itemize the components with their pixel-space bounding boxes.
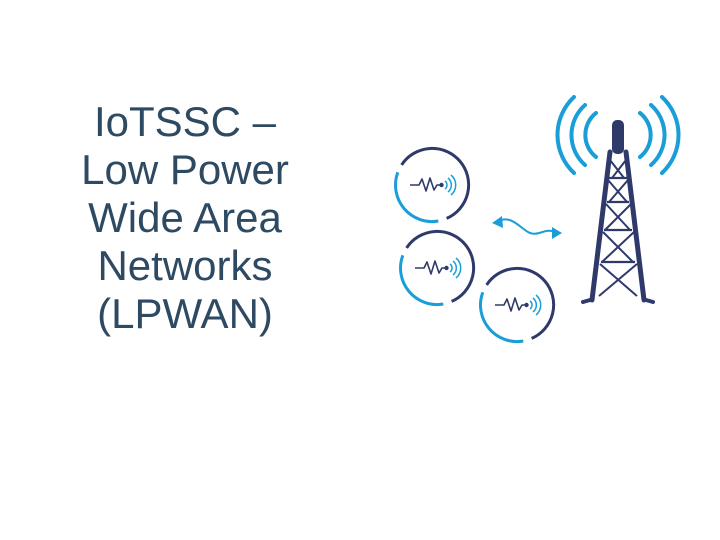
slide-title: IoTSSC – Low Power Wide Area Networks (L…: [40, 98, 330, 338]
title-line: Low Power: [81, 146, 289, 193]
title-line: (LPWAN): [97, 290, 273, 337]
sensor-device-icon: [394, 146, 471, 224]
title-line: Networks: [97, 242, 273, 289]
sensor-device-icon: [399, 229, 476, 307]
sensor-device-icon: [479, 266, 556, 344]
title-line: IoTSSC –: [93, 98, 277, 145]
cell-tower-icon: [555, 95, 681, 304]
wireless-link-icon: [492, 216, 562, 239]
title-line: Wide Area: [88, 194, 282, 241]
